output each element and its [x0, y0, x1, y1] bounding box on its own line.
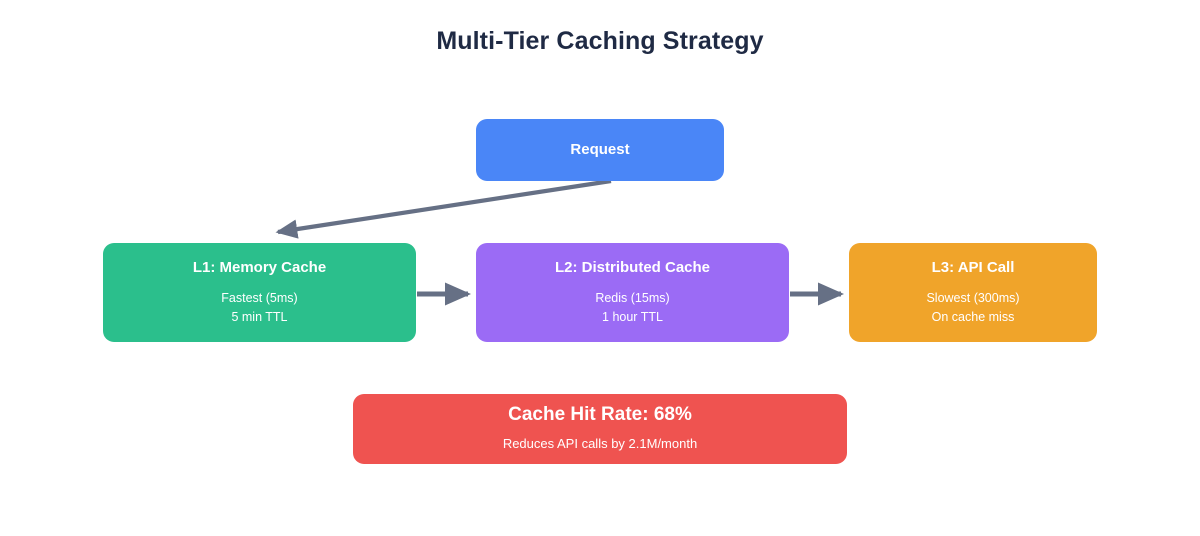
node-l3-subtitle-line-1: Slowest (300ms)	[926, 290, 1020, 305]
node-summary-subtitle: Reduces API calls by 2.1M/month	[503, 434, 697, 454]
node-l1-title: L1: Memory Cache	[192, 258, 327, 276]
page-title: Multi-Tier Caching Strategy	[436, 27, 764, 55]
node-l2-distributed-cache[interactable]: L2: Distributed Cache Redis (15ms) 1 hou…	[476, 243, 789, 342]
node-summary-subtitle-line-1: Reduces API calls by 2.1M/month	[502, 436, 698, 452]
node-cache-hit-rate-summary[interactable]: Cache Hit Rate: 68% Reduces API calls by…	[353, 394, 847, 464]
node-l2-title: L2: Distributed Cache	[554, 258, 711, 276]
edge-request-to-l1	[275, 178, 612, 239]
node-l2-subtitle: Redis (15ms) 1 hour TTL	[595, 289, 669, 327]
node-l1-subtitle-line-1: Fastest (5ms)	[221, 290, 298, 305]
node-l1-subtitle-line-2: 5 min TTL	[231, 309, 288, 324]
node-l1-subtitle: Fastest (5ms) 5 min TTL	[221, 289, 297, 327]
node-l3-api-call[interactable]: L3: API Call Slowest (300ms) On cache mi…	[849, 243, 1097, 342]
node-l3-title: L3: API Call	[931, 258, 1015, 276]
node-l3-subtitle: Slowest (300ms) On cache miss	[926, 289, 1019, 327]
node-request-title: Request	[570, 141, 630, 158]
node-l2-subtitle-line-2: 1 hour TTL	[602, 309, 663, 324]
node-l3-subtitle-line-2: On cache miss	[931, 309, 1015, 324]
node-l1-memory-cache[interactable]: L1: Memory Cache Fastest (5ms) 5 min TTL	[103, 243, 416, 342]
node-summary-title: Cache Hit Rate: 68%	[508, 404, 692, 426]
node-l2-subtitle-line-1: Redis (15ms)	[595, 290, 670, 305]
node-request[interactable]: Request	[476, 119, 724, 181]
